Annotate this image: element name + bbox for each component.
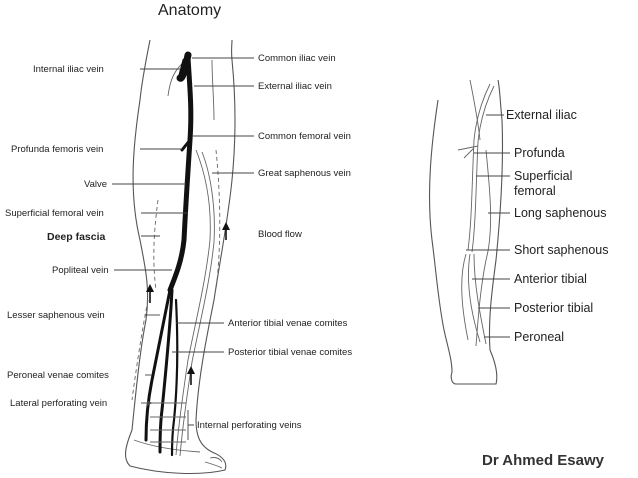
label-superficial: Superficial (514, 169, 572, 183)
left-labels: Internal iliac vein Profunda femoris vei… (5, 64, 109, 409)
label-lateral-perforating-vein: Lateral perforating vein (10, 398, 107, 409)
label-external-iliac-vein: External iliac vein (258, 81, 332, 92)
label-lesser-saphenous-vein: Lesser saphenous vein (7, 310, 105, 321)
label-superficial-femoral-vein: Superficial femoral vein (5, 208, 104, 219)
left-leader-lines (112, 68, 188, 406)
right-diagram-labels: External iliac Profunda Superficial femo… (506, 108, 609, 344)
label-peroneal: Peroneal (514, 330, 564, 344)
author-credit: Dr Ahmed Esawy (482, 452, 605, 469)
right-leg-illustration (429, 79, 504, 385)
label-blood-flow: Blood flow (258, 229, 302, 240)
label-anterior-tibial: Anterior tibial (514, 272, 587, 286)
label-deep-fascia: Deep fascia (47, 231, 106, 243)
label-common-femoral-vein: Common femoral vein (258, 131, 351, 142)
great-saphenous-vein (175, 149, 215, 457)
label-profunda-femoris-vein: Profunda femoris vein (11, 144, 103, 155)
label-common-iliac-vein: Common iliac vein (258, 53, 336, 64)
label-internal-perforating-veins: Internal perforating veins (197, 420, 302, 431)
label-long-saphenous: Long saphenous (514, 206, 606, 220)
label-posterior-tibial-venae-comites: Posterior tibial venae comites (228, 347, 352, 358)
right-labels: Common iliac vein External iliac vein Co… (197, 53, 352, 431)
label-femoral: femoral (514, 184, 556, 198)
right-leader-lines (172, 57, 254, 440)
right-diagram-leader-lines (466, 114, 510, 338)
superficial-veins-dashed (131, 149, 221, 401)
diagram-title: Anatomy (158, 2, 221, 19)
blood-flow-arrows (146, 222, 230, 385)
label-peroneal-venae-comites: Peroneal venae comites (7, 370, 109, 381)
deep-vein-path (144, 51, 194, 457)
label-short-saphenous: Short saphenous (514, 243, 609, 257)
label-anterior-tibial-venae-comites: Anterior tibial venae comites (228, 318, 348, 329)
label-posterior-tibial: Posterior tibial (514, 301, 593, 315)
label-popliteal-vein: Popliteal vein (52, 265, 109, 276)
label-profunda: Profunda (514, 146, 565, 160)
label-great-saphenous-vein: Great saphenous vein (258, 168, 351, 179)
label-valve: Valve (84, 179, 107, 190)
perforating-veins (150, 402, 186, 443)
label-internal-iliac-vein: Internal iliac vein (33, 64, 104, 75)
label-external-iliac: External iliac (506, 108, 577, 122)
